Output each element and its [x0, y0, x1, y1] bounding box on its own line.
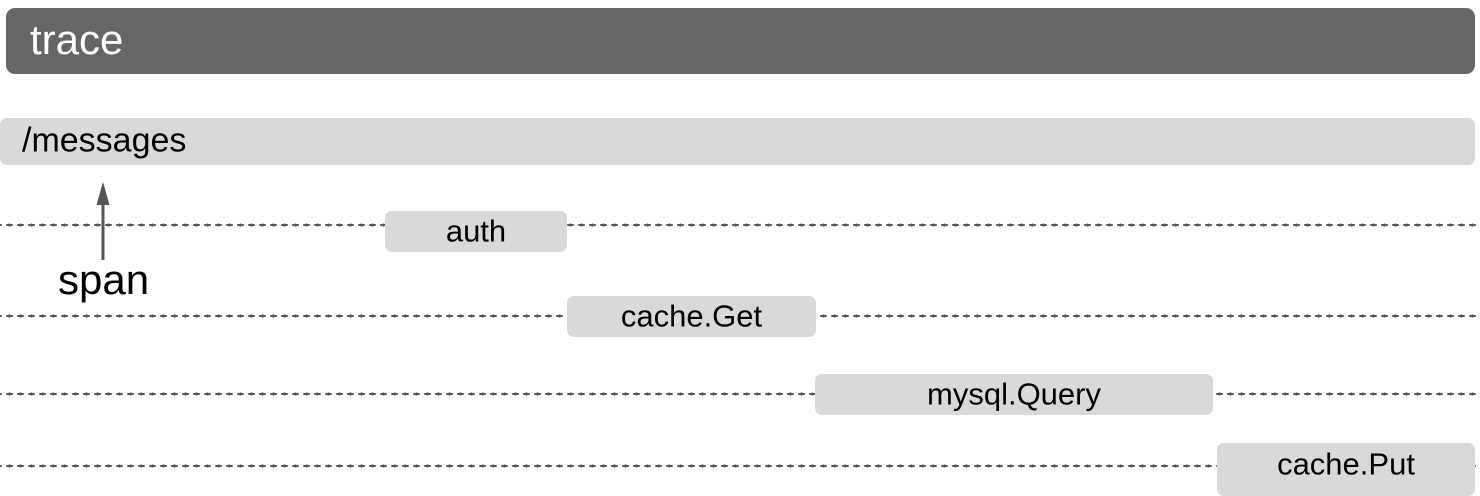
- trace-bar[interactable]: trace: [6, 8, 1475, 74]
- dotted-guide-row: [0, 223, 1480, 227]
- span-bar-mysql-query[interactable]: mysql.Query: [815, 374, 1213, 415]
- span-bar-root-messages[interactable]: /messages: [0, 118, 1475, 165]
- span-bar-cache-put[interactable]: cache.Put: [1217, 443, 1475, 496]
- span-bar-cache-get[interactable]: cache.Get: [567, 296, 816, 337]
- span-bar-label: cache.Get: [620, 297, 763, 333]
- dotted-guide-row: [0, 464, 1480, 468]
- dotted-guide-row: [0, 392, 1480, 396]
- trace-bar-label: trace: [30, 16, 124, 64]
- arrow-up-icon: [95, 182, 111, 260]
- span-bar-auth[interactable]: auth: [385, 211, 567, 252]
- span-bar-label: cache.Put: [1277, 446, 1415, 482]
- span-bar-label: /messages: [22, 121, 187, 160]
- span-annotation-label: span: [58, 256, 150, 303]
- span-bar-label: mysql.Query: [927, 375, 1101, 411]
- span-bar-label: auth: [445, 212, 507, 248]
